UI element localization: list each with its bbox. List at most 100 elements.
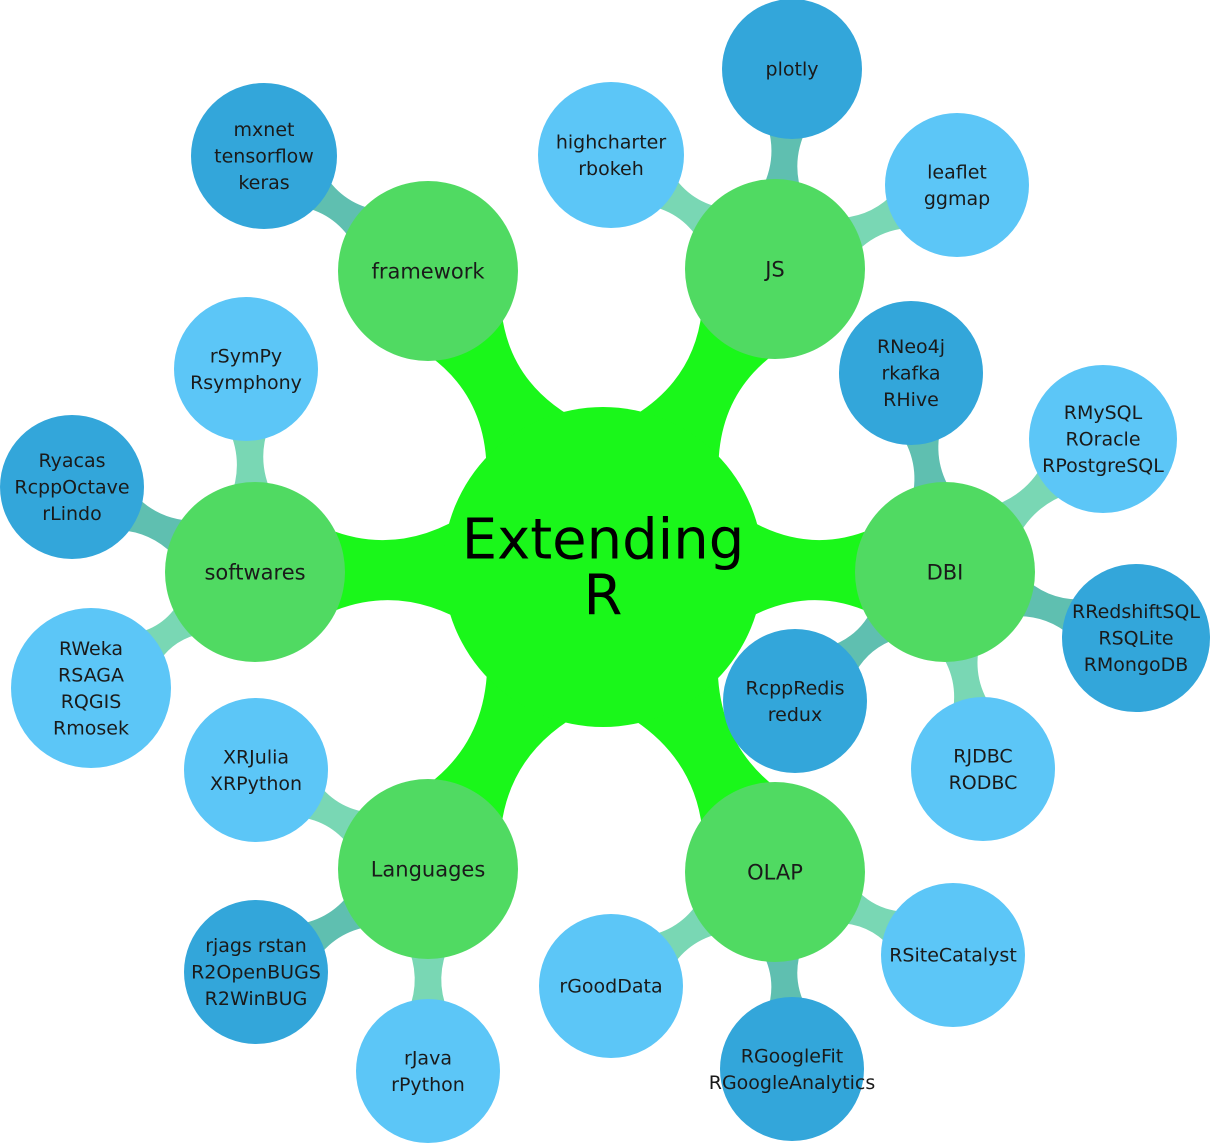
category-label-olap: OLAP xyxy=(747,860,803,884)
leaf-node-js-leaf-1 xyxy=(538,82,684,228)
leaf-node-languages-leaf-1 xyxy=(184,698,328,842)
leaf-label-softwares-leaf-3-line: RQGIS xyxy=(61,691,122,713)
leaf-label-softwares-leaf-1-line: rSymPy xyxy=(210,345,282,367)
leaf-label-js-leaf-3-line: ggmap xyxy=(924,188,990,210)
leaf-label-dbi-leaf-2-line: RMySQL xyxy=(1064,402,1143,424)
leaf-node-olap-leaf-1 xyxy=(881,883,1025,1027)
connector-softwares-leaf-1 xyxy=(228,427,274,500)
connector-center-softwares xyxy=(328,510,473,627)
leaf-label-js-leaf-2: plotly xyxy=(766,59,819,81)
leaf-label-dbi-leaf-4-line: RJDBC xyxy=(953,745,1012,767)
leaf-node-js-leaf-2 xyxy=(722,0,862,139)
category-label-dbi: DBI xyxy=(927,560,964,584)
leaf-label-olap-leaf-1-line: RSiteCatalyst xyxy=(889,945,1017,967)
leaf-label-languages-leaf-3-line: rPython xyxy=(391,1074,465,1096)
leaf-label-dbi-leaf-4: RJDBC RODBC xyxy=(949,745,1018,794)
category-label-olap-line: OLAP xyxy=(747,860,803,884)
center-title-line: R xyxy=(584,564,623,629)
leaf-label-softwares-leaf-3-line: RWeka xyxy=(59,638,123,660)
leaf-label-framework-leaf-1-line: mxnet xyxy=(234,119,295,141)
leaf-node-dbi-leaf-3 xyxy=(1062,564,1210,712)
leaf-label-js-leaf-3-line: leaflet xyxy=(927,161,987,183)
category-label-js-line: JS xyxy=(763,257,785,281)
center-title-line: Extending xyxy=(462,508,745,573)
leaf-label-olap-leaf-3-line: rGoodData xyxy=(559,976,662,998)
leaf-label-framework-leaf-1-line: keras xyxy=(238,172,289,194)
leaf-node-softwares-leaf-3 xyxy=(11,608,171,768)
category-label-dbi-line: DBI xyxy=(927,560,964,584)
leaf-node-dbi-leaf-2 xyxy=(1029,365,1177,513)
leaf-node-languages-leaf-2 xyxy=(184,900,328,1044)
leaf-label-languages-leaf-2-line: R2WinBUG xyxy=(205,988,308,1010)
leaf-label-languages-leaf-2-line: rjags rstan xyxy=(205,935,307,957)
leaf-label-olap-leaf-2-line: RGoogleAnalytics xyxy=(709,1072,875,1094)
leaf-node-softwares-leaf-2 xyxy=(0,415,144,559)
leaf-label-dbi-leaf-4-line: RODBC xyxy=(949,772,1018,794)
leaf-label-dbi-leaf-2-line: RPostgreSQL xyxy=(1042,455,1164,477)
leaf-label-softwares-leaf-2-line: rLindo xyxy=(42,503,101,525)
leaf-label-framework-leaf-1-line: tensorflow xyxy=(214,146,314,168)
category-label-framework-line: framework xyxy=(371,259,485,283)
category-node-framework xyxy=(338,181,518,361)
leaf-node-olap-leaf-3 xyxy=(539,914,683,1058)
leaf-label-softwares-leaf-3-line: Rmosek xyxy=(53,717,129,739)
leaf-label-dbi-leaf-3-line: RSQLite xyxy=(1098,628,1173,650)
leaf-label-dbi-leaf-5-line: redux xyxy=(768,704,822,726)
leaf-label-dbi-leaf-3-line: RMongoDB xyxy=(1084,654,1189,676)
leaf-node-js-leaf-3 xyxy=(885,113,1029,257)
leaf-label-js-leaf-2-line: plotly xyxy=(766,59,819,81)
leaf-label-languages-leaf-2-line: R2OpenBUGS xyxy=(191,962,321,984)
leaf-label-js-leaf-1: highcharter rbokeh xyxy=(556,131,667,180)
leaf-label-dbi-leaf-1-line: RNeo4j xyxy=(877,336,945,358)
leaf-node-dbi-leaf-5 xyxy=(723,629,867,773)
leaf-label-dbi-leaf-2-line: ROracle xyxy=(1065,429,1140,451)
leaf-label-softwares-leaf-2-line: RcppOctave xyxy=(14,477,129,499)
leaf-label-dbi-leaf-5: RcppRedis redux xyxy=(745,677,844,726)
connector-center-dbi xyxy=(733,510,872,627)
category-node-softwares xyxy=(165,482,345,662)
leaf-label-framework-leaf-1: mxnet tensorflow keras xyxy=(214,119,314,194)
leaf-node-dbi-leaf-1 xyxy=(839,301,983,445)
leaf-label-softwares-leaf-1-line: Rsymphony xyxy=(190,372,302,394)
leaf-label-js-leaf-3: leaflet ggmap xyxy=(924,161,990,210)
leaf-label-js-leaf-1-line: rbokeh xyxy=(578,158,644,180)
category-label-softwares: softwares xyxy=(204,560,305,584)
leaf-label-olap-leaf-2-line: RGoogleFit xyxy=(741,1045,843,1067)
leaf-label-dbi-leaf-1-line: RHive xyxy=(883,389,939,411)
leaf-label-dbi-leaf-5-line: RcppRedis xyxy=(745,677,844,699)
center-node xyxy=(443,407,763,727)
leaf-label-olap-leaf-1: RSiteCatalyst xyxy=(889,945,1017,967)
leaf-label-olap-leaf-3: rGoodData xyxy=(559,976,662,998)
category-label-languages: Languages xyxy=(371,857,486,881)
category-label-js: JS xyxy=(763,257,785,281)
leaf-node-framework-leaf-1 xyxy=(191,83,337,229)
leaf-label-softwares-leaf-3-line: RSAGA xyxy=(58,664,124,686)
category-node-languages xyxy=(338,779,518,959)
category-node-olap xyxy=(685,782,865,962)
leaf-node-dbi-leaf-4 xyxy=(911,697,1055,841)
leaf-label-languages-leaf-1-line: XRPython xyxy=(210,773,302,795)
leaf-label-dbi-leaf-1-line: rkafka xyxy=(881,363,940,385)
leaf-label-dbi-leaf-3-line: RRedshiftSQL xyxy=(1072,601,1200,623)
category-node-js xyxy=(685,179,865,359)
category-label-languages-line: Languages xyxy=(371,857,486,881)
category-node-dbi xyxy=(855,482,1035,662)
leaf-node-softwares-leaf-1 xyxy=(174,297,318,441)
leaf-node-olap-leaf-2 xyxy=(720,997,864,1141)
connector-languages-leaf-3 xyxy=(406,942,450,1012)
leaf-label-js-leaf-1-line: highcharter xyxy=(556,131,667,153)
